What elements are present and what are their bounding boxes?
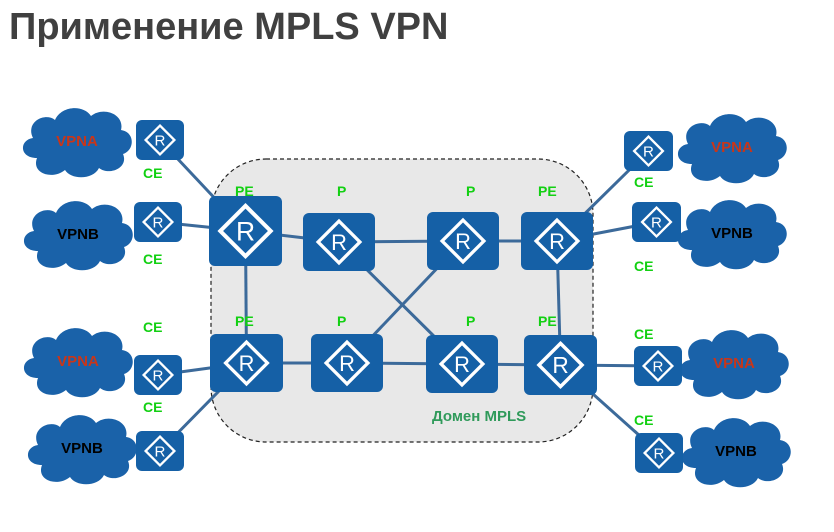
svg-text:R: R xyxy=(153,214,164,231)
svg-text:R: R xyxy=(651,214,662,231)
router-p-bottom-right[interactable]: R xyxy=(426,335,498,393)
svg-text:R: R xyxy=(331,230,347,255)
role-label: P xyxy=(466,183,475,199)
vpn-label: VPNA xyxy=(57,353,99,370)
svg-text:R: R xyxy=(653,358,664,375)
router-ce-right-2[interactable]: R xyxy=(632,202,681,242)
router-r-diamond-icon: R xyxy=(632,134,665,168)
role-label: CE xyxy=(143,165,162,181)
router-r-diamond-icon: R xyxy=(641,349,675,383)
router-pe-bottom-right[interactable]: R xyxy=(524,335,597,395)
role-label: PE xyxy=(538,313,557,329)
vpn-label: VPNA xyxy=(56,133,98,150)
svg-text:R: R xyxy=(153,367,164,384)
role-label: CE xyxy=(634,326,653,342)
role-label: P xyxy=(337,313,346,329)
svg-text:R: R xyxy=(239,351,255,376)
vpn-label: VPNB xyxy=(715,443,757,460)
cloud-right-2: VPNB xyxy=(677,200,787,270)
router-r-diamond-icon: R xyxy=(141,205,175,239)
router-ce-right-1[interactable]: R xyxy=(624,131,673,171)
router-r-diamond-icon: R xyxy=(223,339,270,387)
router-r-diamond-icon: R xyxy=(640,205,673,239)
cloud-icon xyxy=(679,330,789,400)
router-r-diamond-icon: R xyxy=(217,202,274,260)
cloud-icon xyxy=(27,415,137,485)
vpn-label: VPNA xyxy=(713,355,755,372)
mpls-domain-label: Домен MPLS xyxy=(432,408,526,425)
svg-text:R: R xyxy=(552,352,568,378)
cloud-icon xyxy=(681,418,791,488)
cloud-right-4: VPNB xyxy=(681,418,791,488)
cloud-left-1: VPNA xyxy=(22,108,132,178)
router-p-top-right[interactable]: R xyxy=(427,212,499,270)
role-label: CE xyxy=(143,399,162,415)
cloud-icon xyxy=(23,201,133,271)
router-p-bottom-left[interactable]: R xyxy=(311,334,383,392)
router-r-diamond-icon: R xyxy=(141,358,175,392)
router-pe-bottom-left[interactable]: R xyxy=(210,334,283,392)
svg-text:R: R xyxy=(549,229,565,254)
svg-text:R: R xyxy=(643,143,654,160)
cloud-right-1: VPNA xyxy=(677,114,787,184)
cloud-left-2: VPNB xyxy=(23,201,133,271)
router-r-diamond-icon: R xyxy=(143,434,177,468)
router-r-diamond-icon: R xyxy=(315,218,363,266)
svg-text:R: R xyxy=(339,351,355,376)
router-r-diamond-icon: R xyxy=(438,340,486,388)
cloud-left-3: VPNA xyxy=(23,328,133,398)
role-label: P xyxy=(337,183,346,199)
page-title: Применение MPLS VPN xyxy=(9,6,449,48)
role-label: CE xyxy=(143,251,162,267)
role-label: P xyxy=(466,313,475,329)
role-label: CE xyxy=(143,319,162,335)
cloud-left-4: VPNB xyxy=(27,415,137,485)
router-pe-top-left[interactable]: R xyxy=(209,196,282,266)
svg-text:R: R xyxy=(155,132,166,149)
router-r-diamond-icon: R xyxy=(143,123,177,157)
vpn-label: VPNB xyxy=(57,226,99,243)
role-label: PE xyxy=(235,313,254,329)
router-ce-right-4[interactable]: R xyxy=(635,433,683,473)
cloud-right-3: VPNA xyxy=(679,330,789,400)
cloud-icon xyxy=(22,108,132,178)
svg-text:R: R xyxy=(454,352,470,377)
router-r-diamond-icon: R xyxy=(323,339,371,387)
vpn-label: VPNA xyxy=(711,139,753,156)
router-r-diamond-icon: R xyxy=(642,436,676,470)
router-ce-left-1[interactable]: R xyxy=(136,120,184,160)
router-r-diamond-icon: R xyxy=(533,217,581,265)
role-label: PE xyxy=(538,183,557,199)
cloud-icon xyxy=(677,200,787,270)
svg-text:R: R xyxy=(155,443,166,460)
router-p-top-left[interactable]: R xyxy=(303,213,375,271)
role-label: CE xyxy=(634,412,653,428)
role-label: PE xyxy=(235,183,254,199)
vpn-label: VPNB xyxy=(711,225,753,242)
router-ce-right-3[interactable]: R xyxy=(634,346,682,386)
router-ce-left-2[interactable]: R xyxy=(134,202,182,242)
role-label: CE xyxy=(634,258,653,274)
router-ce-left-4[interactable]: R xyxy=(136,431,184,471)
cloud-icon xyxy=(23,328,133,398)
svg-text:R: R xyxy=(455,229,471,254)
svg-text:R: R xyxy=(236,217,255,247)
router-pe-top-right[interactable]: R xyxy=(521,212,593,270)
router-r-diamond-icon: R xyxy=(439,217,487,265)
role-label: CE xyxy=(634,174,653,190)
router-r-diamond-icon: R xyxy=(536,340,585,390)
svg-text:R: R xyxy=(654,445,665,462)
vpn-label: VPNB xyxy=(61,440,103,457)
cloud-icon xyxy=(677,114,787,184)
router-ce-left-3[interactable]: R xyxy=(134,355,182,395)
